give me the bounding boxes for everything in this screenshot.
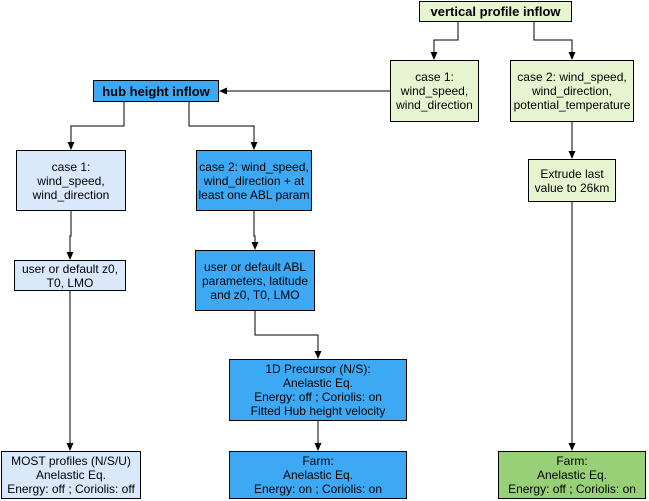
node-text: Energy: off ; Coriolis: on <box>254 390 382 404</box>
edge-user-mid-to-precursor <box>254 311 322 359</box>
edge-hub-to-hh-case2 <box>188 102 258 150</box>
node-text: Energy: off ; Coriolis: on <box>508 482 636 496</box>
edge-vertical-to-vp-case1 <box>430 22 459 60</box>
node-extrude: Extrude last value to 26km <box>528 159 616 202</box>
node-text: Farm: <box>556 454 588 468</box>
node-text: MOST profiles (N/S/U) <box>11 454 131 468</box>
node-text: Anelastic Eq. <box>282 376 354 390</box>
edge-hub-to-hh-case1 <box>67 102 125 150</box>
node-text: least one ABL param <box>198 187 310 202</box>
node-hh-case-2: case 2: wind_speed, wind_direction + at … <box>196 150 312 211</box>
node-text: wind_speed, <box>400 84 469 98</box>
node-text: Farm: <box>302 454 334 468</box>
node-text: wind_direction, <box>531 84 613 98</box>
edge-hh-case1-to-user-left <box>66 211 74 260</box>
node-vp-case-2: case 2: wind_speed, wind_direction, pote… <box>510 60 634 122</box>
node-text: wind_speed, <box>37 173 105 188</box>
node-user-default-z0: user or default z0, T0, LMO <box>14 260 126 291</box>
node-text: T0, LMO <box>46 275 94 290</box>
node-text: wind_direction <box>396 98 473 112</box>
node-text: Energy: off ; Coriolis: off <box>7 482 135 496</box>
node-hh-case-1: case 1: wind_speed, wind_direction <box>16 150 126 211</box>
node-text: Anelastic Eq. <box>536 468 608 482</box>
node-text: case 2: wind_speed, <box>517 70 627 84</box>
node-text: Extrude last <box>540 166 604 181</box>
node-text: case 1: <box>415 70 454 84</box>
node-text: 1D Precursor (N/S): <box>265 362 371 376</box>
node-1d-precursor: 1D Precursor (N/S): Anelastic Eq. Energy… <box>229 359 407 421</box>
node-farm-mid: Farm: Anelastic Eq. Energy: on ; Corioli… <box>229 451 407 499</box>
node-text: user or default z0, <box>21 261 119 276</box>
edge-hh-case2-to-user-mid <box>251 211 259 250</box>
node-text: value to 26km <box>534 180 610 195</box>
node-vp-case-1: case 1: wind_speed, wind_direction <box>390 60 479 122</box>
node-text: case 2: wind_speed, <box>199 159 309 174</box>
node-hub-height-inflow: hub height inflow <box>93 80 219 102</box>
node-text: Energy: on ; Coriolis: on <box>253 482 383 496</box>
node-most-profiles: MOST profiles (N/S/U) Anelastic Eq. Ener… <box>1 451 141 499</box>
node-text: Anelastic Eq. <box>282 468 354 482</box>
node-text: hub height inflow <box>102 83 210 99</box>
node-text: case 1: <box>51 159 91 174</box>
node-text: wind_direction <box>32 187 110 202</box>
node-text: wind_direction + at <box>203 173 305 188</box>
node-text: parameters, latitude <box>201 273 309 288</box>
node-text: Fitted Hub height velocity <box>250 404 386 418</box>
node-text: and z0, T0, LMO <box>210 287 300 302</box>
node-text: potential_temperature <box>513 98 631 112</box>
node-text: Anelastic Eq. <box>35 468 107 482</box>
node-vertical-profile-inflow: vertical profile inflow <box>419 1 572 22</box>
node-text: vertical profile inflow <box>430 4 561 19</box>
node-user-default-abl: user or default ABL parameters, latitude… <box>195 250 315 311</box>
node-farm-right: Farm: Anelastic Eq. Energy: off ; Coriol… <box>498 451 646 499</box>
edge-vertical-to-vp-case2 <box>533 22 576 60</box>
node-text: user or default ABL <box>203 259 307 274</box>
